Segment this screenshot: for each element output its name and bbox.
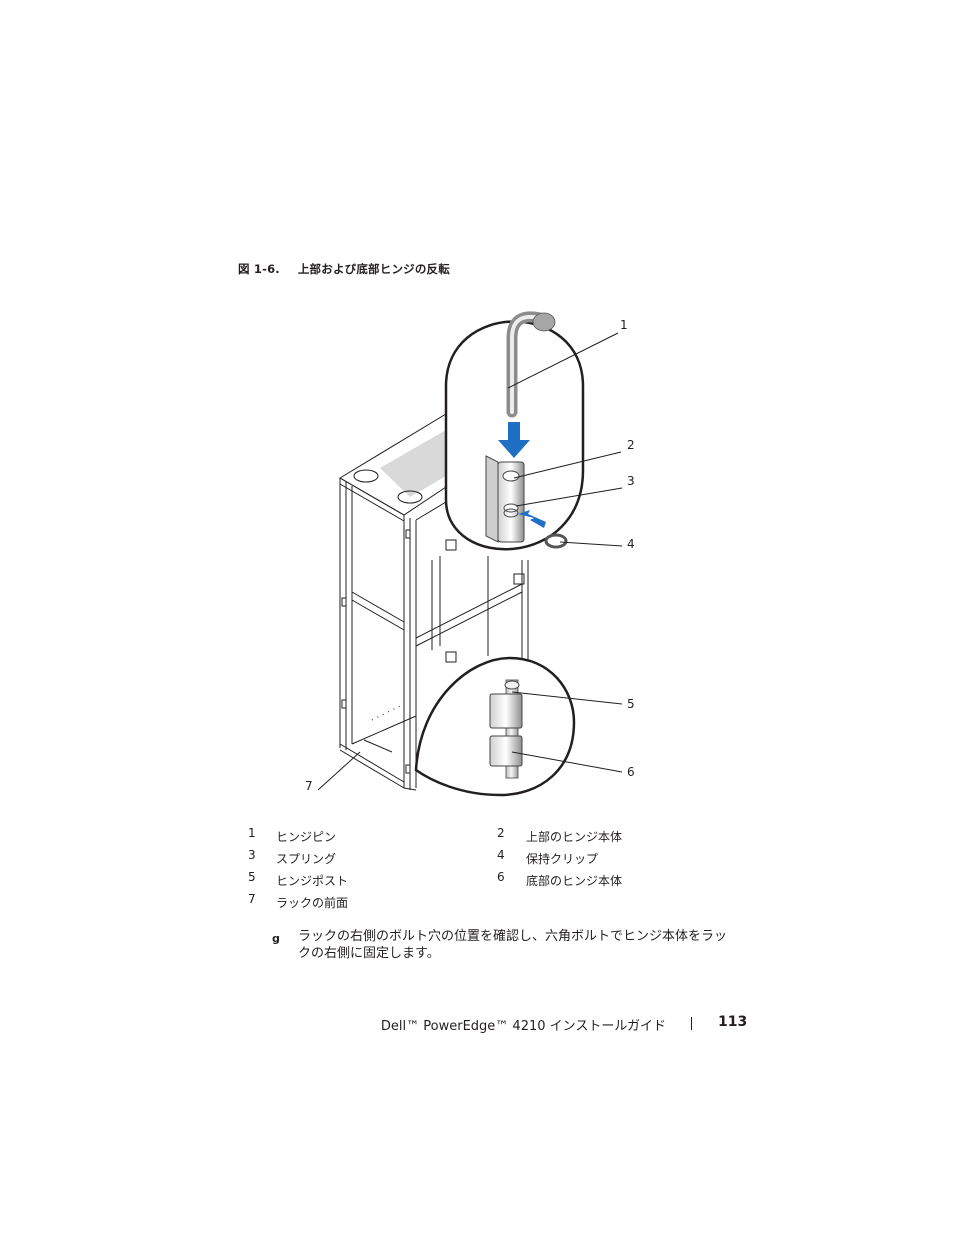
callout-7: 7 <box>305 779 313 793</box>
callout-6: 6 <box>627 765 635 779</box>
callout-4: 4 <box>627 537 635 551</box>
legend-label: ラックの前面 <box>276 896 349 910</box>
bottom-hinge-zoom <box>414 656 576 797</box>
legend-row: 5 ヒンジポスト 6 底部のヒンジ本体 <box>248 870 668 892</box>
legend-row: 1 ヒンジピン 2 上部のヒンジ本体 <box>248 826 668 848</box>
footer-title: Dell™ PowerEdge™ 4210 インストールガイド <box>380 1019 666 1034</box>
legend-num: 5 <box>248 870 256 884</box>
arrow-left-icon <box>518 510 546 528</box>
step-text: ラックの右側のボルト穴の位置を確認し、六角ボルトでヒンジ本体をラックの右側に固定… <box>298 929 728 961</box>
figure-legend: 1 ヒンジピン 2 上部のヒンジ本体 3 スプリング 4 保持クリップ 5 ヒン… <box>248 826 668 914</box>
legend-row: 7 ラックの前面 <box>248 892 668 914</box>
figure-title: 図 1-6. 上部および底部ヒンジの反転 <box>238 261 450 277</box>
legend-num: 6 <box>497 870 505 884</box>
legend-num: 7 <box>248 892 256 906</box>
legend-num: 2 <box>497 826 505 840</box>
bottom-hinge-body <box>489 735 523 767</box>
legend-num: 1 <box>248 826 256 840</box>
legend-num: 4 <box>497 848 505 862</box>
legend-label: 上部のヒンジ本体 <box>526 830 623 844</box>
callout-1: 1 <box>620 318 628 332</box>
step-bullet: g <box>272 932 280 945</box>
footer-separator <box>691 1017 692 1030</box>
figure-caption: 上部および底部ヒンジの反転 <box>297 262 450 276</box>
hinge-body-upper-block <box>489 693 523 729</box>
arrow-down-icon <box>498 422 530 458</box>
legend-label: スプリング <box>276 852 337 866</box>
page-number: 113 <box>718 1014 748 1030</box>
callout-5: 5 <box>627 697 635 711</box>
callout-3: 3 <box>627 474 635 488</box>
retaining-clip <box>544 533 568 549</box>
legend-label: ヒンジポスト <box>276 874 349 888</box>
top-hinge-zoom <box>444 311 585 551</box>
legend-label: ヒンジピン <box>276 830 337 844</box>
callout-2: 2 <box>627 438 635 452</box>
legend-row: 3 スプリング 4 保持クリップ <box>248 848 668 870</box>
legend-num: 3 <box>248 848 256 862</box>
figure-number: 図 1-6. <box>238 262 280 276</box>
legend-label: 底部のヒンジ本体 <box>526 874 623 888</box>
legend-label: 保持クリップ <box>526 852 599 866</box>
